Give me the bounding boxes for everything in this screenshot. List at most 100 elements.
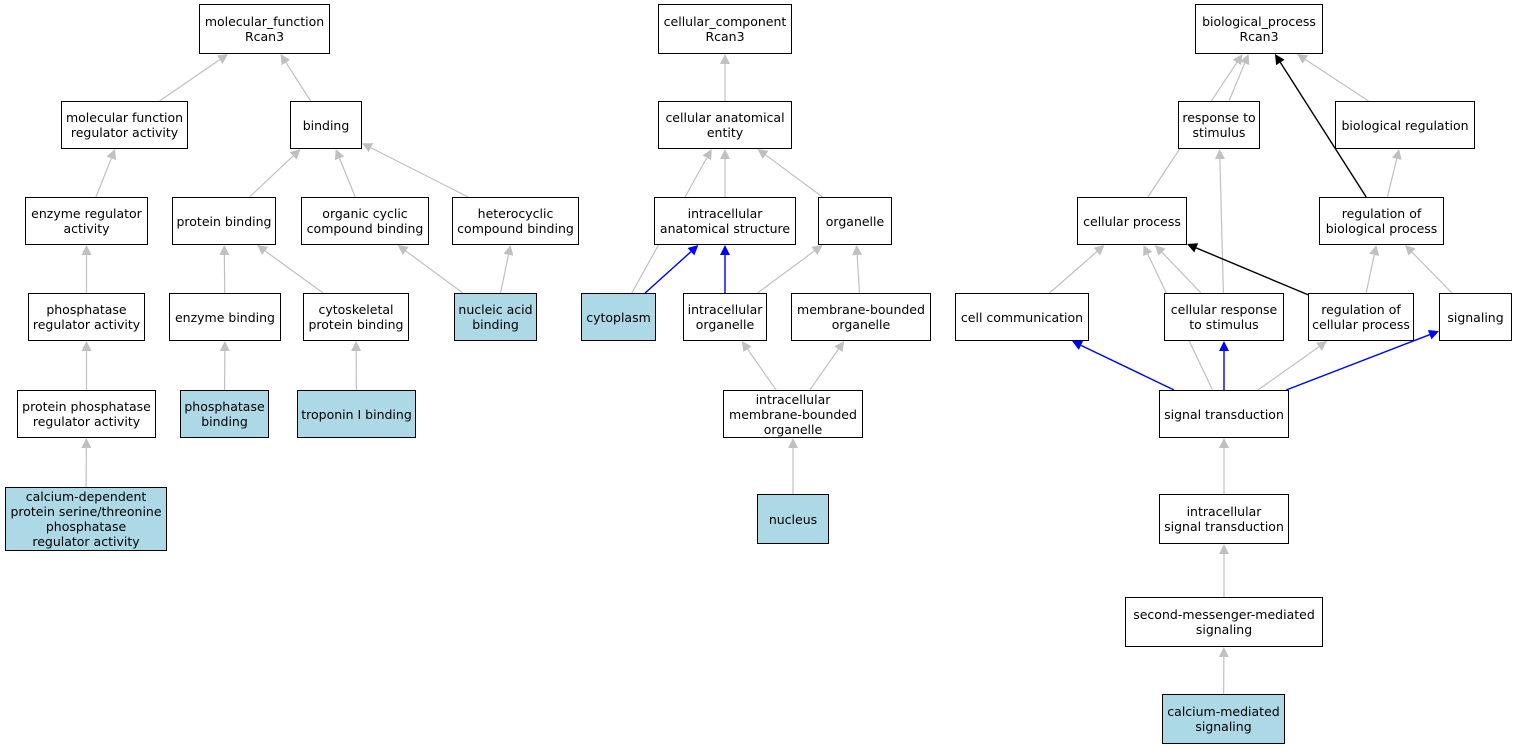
edge-arrowhead xyxy=(219,341,230,352)
edge-arrowhead xyxy=(1240,54,1250,66)
edge-ppra-to-pra xyxy=(81,341,92,390)
edge-arrowhead xyxy=(1219,341,1229,351)
edge-line xyxy=(809,348,839,391)
edge-line xyxy=(1195,247,1309,296)
edge-line xyxy=(1219,158,1224,294)
edge-arrowhead xyxy=(834,341,845,353)
go-term-node-br[interactable]: biological regulation xyxy=(1335,101,1475,149)
go-term-node-binding[interactable]: binding xyxy=(290,101,362,149)
edge-arrowhead xyxy=(1143,245,1153,257)
go-term-node-eb[interactable]: enzyme binding xyxy=(169,293,281,341)
go-term-node-pb[interactable]: protein binding xyxy=(172,197,276,245)
edge-line xyxy=(1386,158,1398,198)
edge-line xyxy=(765,154,823,198)
edge-arrowhead xyxy=(1155,245,1166,256)
edge-arrowhead xyxy=(1071,340,1084,350)
go-term-node-sig[interactable]: signaling xyxy=(1439,293,1512,341)
edge-arrowhead xyxy=(280,54,291,66)
edge-arrowhead xyxy=(1405,245,1416,256)
edge-line xyxy=(405,250,464,294)
edge-era-to-mfra xyxy=(95,149,116,198)
go-term-label: binding xyxy=(302,117,350,133)
edge-arrowhead xyxy=(81,245,92,255)
edge-arrowhead xyxy=(397,245,409,255)
go-term-label: enzyme binding xyxy=(174,309,275,325)
edge-st-to-ccom xyxy=(1071,340,1175,391)
edge-arrowhead xyxy=(334,149,345,161)
edge-cdra-to-ppra xyxy=(81,438,92,488)
edge-arrowhead xyxy=(503,245,514,256)
edge-eb-to-pb xyxy=(219,245,230,294)
edge-br-to-bp xyxy=(1297,54,1369,102)
go-term-node-cp[interactable]: cellular process xyxy=(1077,197,1187,245)
go-term-node-nuc[interactable]: nucleus xyxy=(757,494,829,544)
edge-line xyxy=(757,250,815,294)
edge-arrowhead xyxy=(362,143,374,153)
edge-st-to-sig xyxy=(1285,330,1439,391)
go-term-node-tib[interactable]: troponin I binding xyxy=(297,390,416,438)
go-term-node-org[interactable]: organelle xyxy=(818,197,892,245)
go-term-node-cyto[interactable]: cytoplasm xyxy=(581,293,656,341)
go-term-node-ccom[interactable]: cell communication xyxy=(955,293,1089,341)
go-term-label: cytoplasm xyxy=(586,309,651,325)
edge-line xyxy=(338,158,356,198)
edge-arrowhead xyxy=(702,149,712,161)
edge-line xyxy=(1279,62,1367,198)
edge-line xyxy=(370,147,469,198)
edge-arrowhead xyxy=(289,149,301,160)
edge-rbp-to-bp xyxy=(1274,54,1367,198)
edge-binding-to-mf xyxy=(280,54,312,102)
edge-rbp-to-br xyxy=(1386,149,1402,198)
edge-line xyxy=(747,348,777,391)
edge-arrowhead xyxy=(1297,54,1309,64)
edge-crs-to-rts xyxy=(1214,149,1225,294)
edge-arrowhead xyxy=(1219,438,1229,448)
edge-arrowhead xyxy=(1232,54,1243,66)
edge-tib-to-cpb xyxy=(351,341,362,391)
edge-arrowhead xyxy=(81,341,92,351)
go-term-label: signaling xyxy=(1447,309,1504,325)
edge-line xyxy=(1285,334,1430,391)
go-term-node-st[interactable]: signal transduction xyxy=(1159,390,1289,438)
edge-arrowhead xyxy=(216,54,229,64)
edge-mfra-to-mf xyxy=(159,54,229,102)
edge-ccom-to-cp xyxy=(1049,245,1105,294)
